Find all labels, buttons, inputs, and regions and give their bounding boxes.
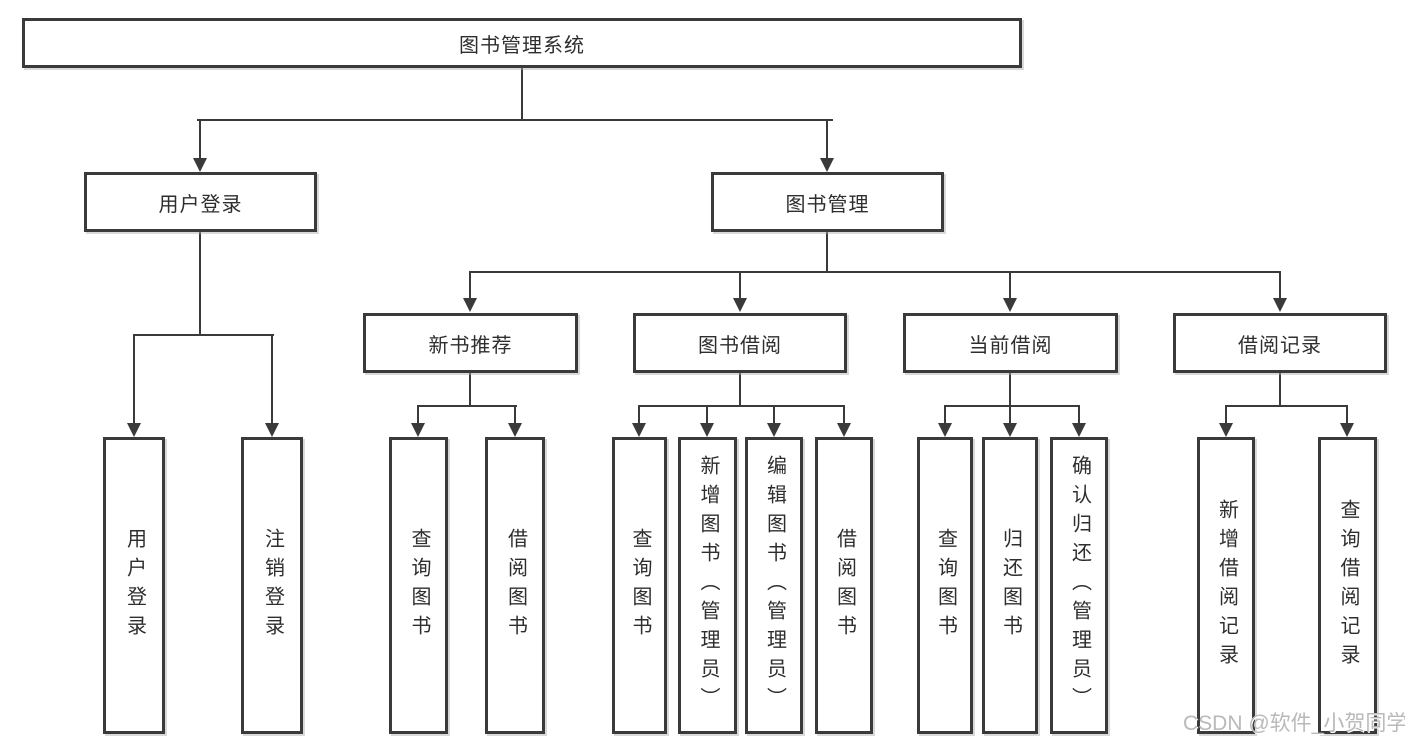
connector xyxy=(271,334,273,425)
connector xyxy=(1225,405,1227,425)
connector xyxy=(1078,405,1080,425)
node-current-borrowing: 当前借阅 xyxy=(903,313,1118,373)
csdn-watermark: CSDN @软件_小贺同学 xyxy=(1183,712,1405,735)
connector xyxy=(826,232,828,273)
arrow-head xyxy=(411,423,425,437)
connector xyxy=(469,373,471,407)
node-leaf-current-return: 归还图书 xyxy=(982,437,1038,734)
connector xyxy=(199,119,201,160)
node-leaf-borrowing-borrow: 借阅图书 xyxy=(815,437,873,734)
node-leaf-current-return-label: 归还图书 xyxy=(999,527,1022,644)
connector xyxy=(199,232,201,336)
arrow-head xyxy=(820,158,834,172)
connector xyxy=(1225,405,1348,407)
node-leaf-records-query: 查询借阅记录 xyxy=(1318,437,1377,734)
node-leaf-current-query-label: 查询图书 xyxy=(934,527,957,644)
node-leaf-newbook-borrow: 借阅图书 xyxy=(485,437,545,734)
connector xyxy=(843,405,845,425)
connector xyxy=(469,271,471,300)
node-leaf-logout: 注销登录 xyxy=(241,437,303,734)
arrow-head xyxy=(1003,423,1017,437)
node-borrowing-records-label: 借阅记录 xyxy=(1238,334,1322,357)
arrow-head xyxy=(1273,298,1287,312)
node-leaf-user-login-label: 用户登录 xyxy=(123,527,146,644)
connector xyxy=(417,405,517,407)
node-leaf-borrowing-edit-admin: 编辑图书（管理员） xyxy=(745,437,803,734)
node-leaf-newbook-query: 查询图书 xyxy=(389,437,448,734)
arrow-head xyxy=(938,423,952,437)
connector xyxy=(521,68,523,121)
arrow-head xyxy=(837,423,851,437)
node-leaf-current-confirm-return-admin: 确认归还（管理员） xyxy=(1050,437,1108,734)
connector xyxy=(739,373,741,407)
node-leaf-borrowing-borrow-label: 借阅图书 xyxy=(833,527,856,644)
arrow-head xyxy=(463,298,477,312)
connector xyxy=(638,405,845,407)
arrow-head xyxy=(1340,423,1354,437)
connector xyxy=(133,334,135,425)
connector xyxy=(1279,373,1281,407)
connector xyxy=(133,334,274,336)
node-user-login: 用户登录 xyxy=(84,172,317,232)
arrow-head xyxy=(508,423,522,437)
connector xyxy=(469,271,1281,273)
node-book-borrowing: 图书借阅 xyxy=(633,313,847,373)
connector xyxy=(1279,271,1281,300)
node-current-borrowing-label: 当前借阅 xyxy=(968,334,1053,357)
connector xyxy=(1009,405,1011,425)
node-book-borrowing-label: 图书借阅 xyxy=(698,334,782,357)
node-book-management-label: 图书管理 xyxy=(785,193,870,216)
node-borrowing-records: 借阅记录 xyxy=(1173,313,1387,373)
connector xyxy=(1009,271,1011,300)
node-leaf-borrowing-query-label: 查询图书 xyxy=(629,527,651,644)
node-leaf-logout-label: 注销登录 xyxy=(261,527,284,644)
arrow-head xyxy=(767,423,781,437)
connector xyxy=(739,271,741,300)
arrow-head xyxy=(1072,423,1086,437)
connector xyxy=(944,405,1080,407)
node-leaf-newbook-query-label: 查询图书 xyxy=(408,527,430,644)
arrow-head xyxy=(265,423,279,437)
arrow-head xyxy=(700,423,714,437)
arrow-head xyxy=(127,423,141,437)
node-leaf-records-add-label: 新增借阅记录 xyxy=(1215,498,1238,673)
connector xyxy=(417,405,419,425)
connector xyxy=(944,405,946,425)
arrow-head xyxy=(1003,298,1017,312)
arrow-head xyxy=(632,423,646,437)
node-root-label: 图书管理系统 xyxy=(459,34,585,57)
node-leaf-borrowing-add-admin-label: 新增图书（管理员） xyxy=(697,455,719,716)
node-leaf-borrowing-edit-admin-label: 编辑图书（管理员） xyxy=(763,455,786,716)
arrow-head xyxy=(1219,423,1233,437)
node-new-book-recommend: 新书推荐 xyxy=(363,313,578,373)
connector xyxy=(1009,373,1011,407)
node-leaf-current-confirm-return-admin-label: 确认归还（管理员） xyxy=(1068,455,1091,716)
node-leaf-borrowing-add-admin: 新增图书（管理员） xyxy=(678,437,737,734)
connector xyxy=(706,405,708,425)
arrow-head xyxy=(193,158,207,172)
node-leaf-current-query: 查询图书 xyxy=(917,437,973,734)
connector xyxy=(514,405,516,425)
node-leaf-records-query-label: 查询借阅记录 xyxy=(1337,498,1359,673)
node-leaf-records-add: 新增借阅记录 xyxy=(1197,437,1255,734)
connector xyxy=(638,405,640,425)
connector xyxy=(197,119,833,121)
node-root: 图书管理系统 xyxy=(22,18,1022,68)
arrow-head xyxy=(733,298,747,312)
node-leaf-borrowing-query: 查询图书 xyxy=(612,437,667,734)
node-leaf-user-login: 用户登录 xyxy=(103,437,165,734)
connector xyxy=(826,119,828,160)
node-book-management: 图书管理 xyxy=(711,172,944,232)
connector xyxy=(1346,405,1348,425)
connector xyxy=(773,405,775,425)
node-user-login-label: 用户登录 xyxy=(158,193,243,216)
node-leaf-newbook-borrow-label: 借阅图书 xyxy=(504,527,527,644)
node-new-book-recommend-label: 新书推荐 xyxy=(428,334,513,357)
